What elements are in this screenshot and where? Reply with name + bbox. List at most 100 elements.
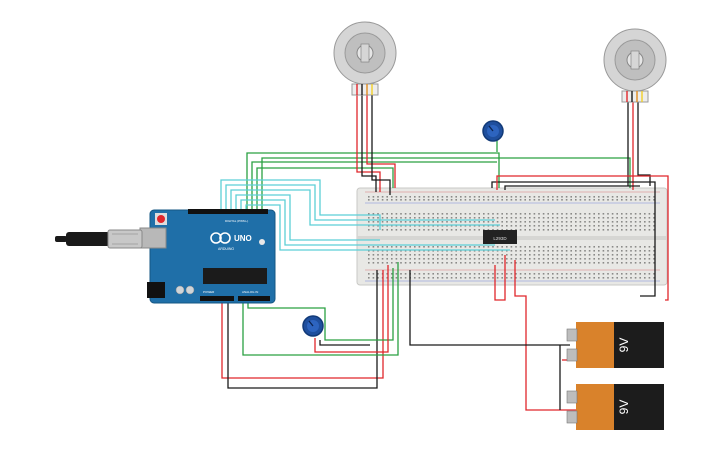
breadboard-hole [621,213,623,215]
breadboard-hole [556,250,559,252]
breadboard-hole [478,225,480,227]
breadboard-hole [519,196,522,198]
breadboard-hole [450,199,453,201]
breadboard-hole [561,246,563,248]
breadboard-hole [598,225,600,227]
breadboard-hole [395,199,398,201]
breadboard-hole [519,273,522,275]
breadboard-hole [519,229,522,231]
breadboard-hole [409,254,411,256]
breadboard-hole [483,262,485,264]
breadboard-hole [552,250,554,252]
motor-left[interactable] [333,21,397,96]
breadboard-hole [634,246,637,248]
breadboard-hole [598,250,600,252]
breadboard-hole [653,221,655,223]
arduino-board[interactable]: UNO ARDUINO DIGITAL (PWM~) POWER ANALOG … [139,209,276,304]
breadboard-hole [653,254,655,256]
breadboard-hole [570,262,572,264]
reset-button-icon[interactable] [155,213,167,225]
breadboard-hole [501,229,503,231]
breadboard-hole [639,221,641,223]
breadboard-hole [473,225,476,227]
breadboard-hole [446,277,448,279]
breadboard-hole [501,262,503,264]
breadboard-hole [496,217,499,219]
battery-bottom[interactable]: 9V [566,384,664,430]
breadboard-hole [506,213,508,215]
breadboard-hole [639,213,641,215]
breadboard-hole [607,262,609,264]
motor-driver-chip[interactable]: L293D [483,230,517,244]
breadboard-hole [621,254,623,256]
breadboard-hole [372,258,375,260]
breadboard-hole [368,213,370,215]
breadboard-hole [621,225,623,227]
breadboard-hole [625,273,628,275]
breadboard-hole [570,217,572,219]
breadboard-hole [510,258,513,260]
pot-bottom[interactable] [302,315,324,337]
breadboard-hole [400,262,402,264]
breadboard-hole [478,221,480,223]
breadboard-hole [409,258,411,260]
battery-top[interactable]: 9V [566,322,664,368]
breadboard-hole [556,229,559,231]
breadboard-hole [639,225,641,227]
breadboard-hole [621,258,623,260]
breadboard-hole [533,254,536,256]
breadboard-hole [414,229,416,231]
breadboard-hole [611,199,614,201]
breadboard-hole [598,246,600,248]
breadboard-hole [395,262,398,264]
breadboard-hole [529,196,531,198]
breadboard-hole [395,196,398,198]
breadboard-hole [464,273,467,275]
breadboard-hole [450,250,453,252]
breadboard-hole [432,262,434,264]
motor-right[interactable] [603,28,667,103]
breadboard-hole [570,213,572,215]
breadboard-hole [487,196,490,198]
breadboard-hole [381,258,384,260]
breadboard-hole [616,277,618,279]
breadboard-hole [611,258,614,260]
breadboard-hole [501,254,503,256]
breadboard-hole [381,217,384,219]
breadboard-hole [464,277,467,279]
breadboard-hole [418,250,421,252]
breadboard-hole [648,196,651,198]
breadboard-hole [630,277,632,279]
pot-top[interactable] [482,120,504,142]
breadboard-hole [607,273,609,275]
breadboard-hole [400,196,402,198]
breadboard-hole [621,277,623,279]
battery-label: 9V [617,400,631,415]
breadboard-hole [450,262,453,264]
breadboard-hole [621,199,623,201]
breadboard-hole [598,229,600,231]
breadboard-hole [418,262,421,264]
breadboard-hole [391,217,393,219]
breadboard-hole [598,277,600,279]
breadboard-hole [547,262,549,264]
breadboard-hole [404,221,407,223]
breadboard-hole [414,213,416,215]
breadboard-hole [598,262,600,264]
breadboard-hole [386,250,388,252]
breadboard-hole [634,250,637,252]
breadboard-hole [556,254,559,256]
breadboard-hole [427,273,430,275]
breadboard-hole [653,246,655,248]
breadboard-hole [381,229,384,231]
breadboard-hole [386,217,388,219]
breadboard-hole [496,229,499,231]
breadboard-hole [386,213,388,215]
breadboard-hole [630,262,632,264]
breadboard-hole [386,258,388,260]
breadboard-hole [552,229,554,231]
breadboard-hole [584,258,586,260]
breadboard-hole [473,246,476,248]
breadboard-hole [469,273,471,275]
breadboard-hole [519,277,522,279]
